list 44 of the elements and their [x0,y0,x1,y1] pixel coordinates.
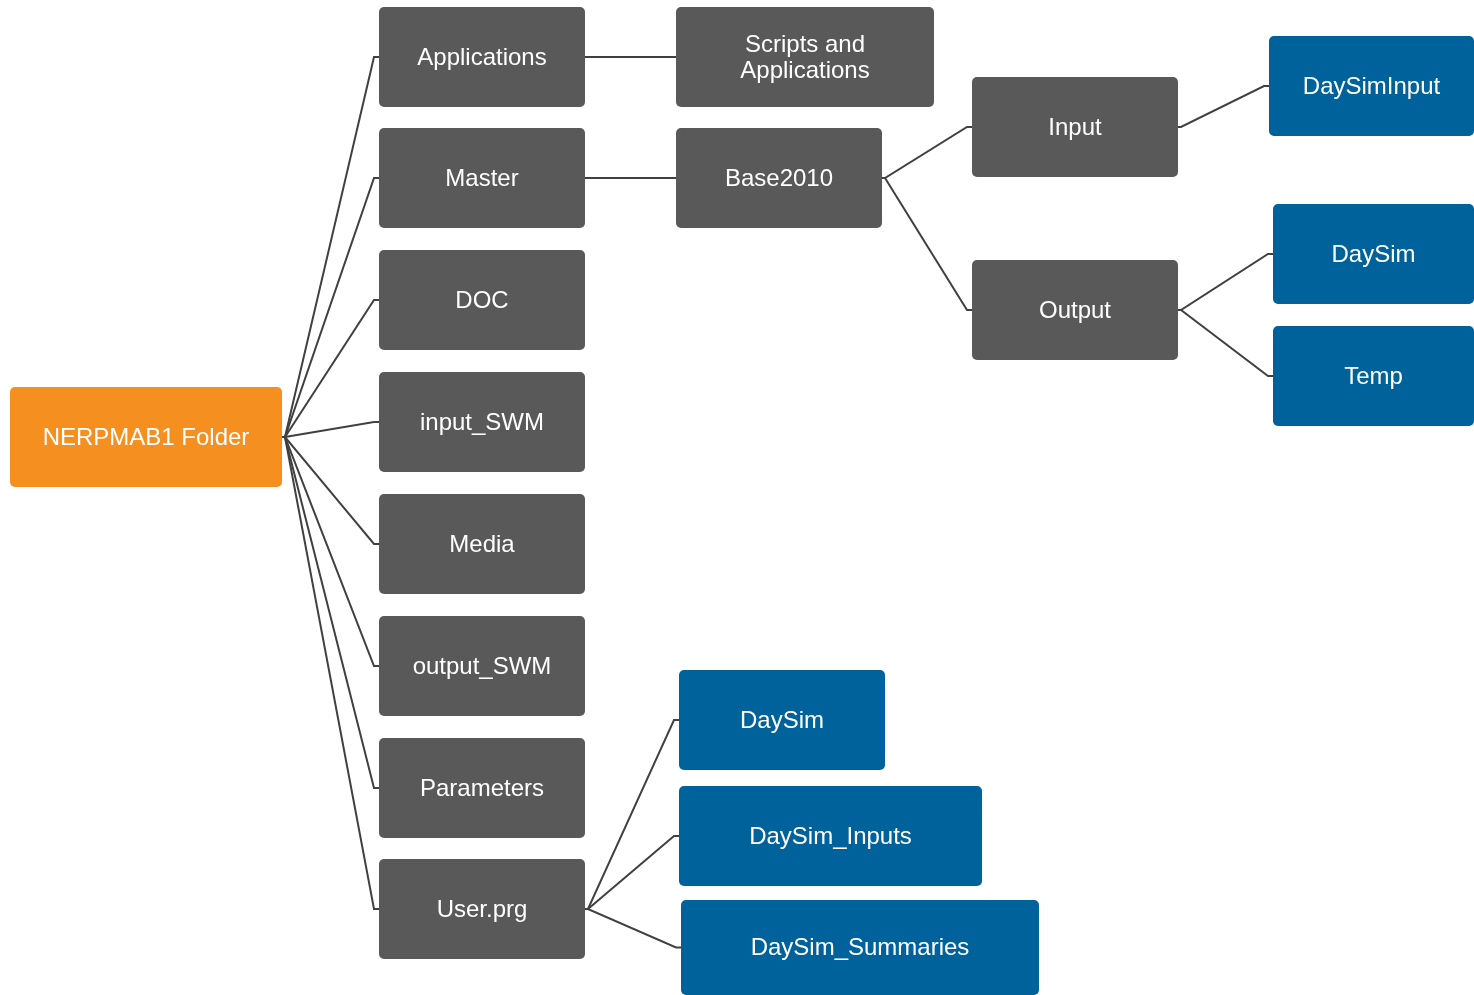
folder-label: Scripts and Applications [739,30,871,84]
folder-label: Parameters [419,774,544,802]
folder-label: Applications [417,43,547,71]
subfolder-box [1269,36,1474,136]
root-folder-box [10,387,282,487]
folder-box [676,7,934,107]
folder-box [379,738,585,838]
subfolder-box [679,786,982,886]
folder-box [379,250,585,350]
folder-label: DaySim [1331,240,1416,268]
folder-label: NERPMAB1 Folder [42,423,250,451]
subfolder-box [681,900,1039,995]
subfolder-box [1273,204,1474,304]
folder-box [676,128,882,228]
folder-label: Output [1038,296,1111,324]
folder-box [379,128,585,228]
folder-box [379,372,585,472]
folder-label: output_SWM [412,652,552,680]
folder-label: Temp [1344,362,1403,390]
folder-label: DOC [455,286,509,314]
connector-line [281,177,380,438]
connector-line [881,177,973,311]
folder-box [379,616,585,716]
folder-box [379,7,585,107]
subfolder-box [1273,326,1474,426]
connector-line [584,56,677,58]
folder-label: input_SWM [419,408,544,436]
subfolder-box [679,670,885,770]
connector-line [281,436,380,910]
folder-box [972,260,1178,360]
folder-label: Base2010 [724,164,834,192]
folder-label: DaySim [740,706,824,734]
folder-label: Media [449,530,515,558]
connector-line [584,177,677,179]
folder-label: Master [445,164,519,192]
folder-label: DaySim_Inputs [749,822,912,850]
folder-label: Input [1048,113,1102,141]
connector-line [1177,85,1270,128]
folder-box [379,859,585,959]
folder-label: DaySim_Summaries [750,934,970,961]
folder-box [972,77,1178,177]
folder-label: User.prg [436,895,528,923]
folder-label: DaySimInput [1302,72,1441,100]
folder-box [379,494,585,594]
